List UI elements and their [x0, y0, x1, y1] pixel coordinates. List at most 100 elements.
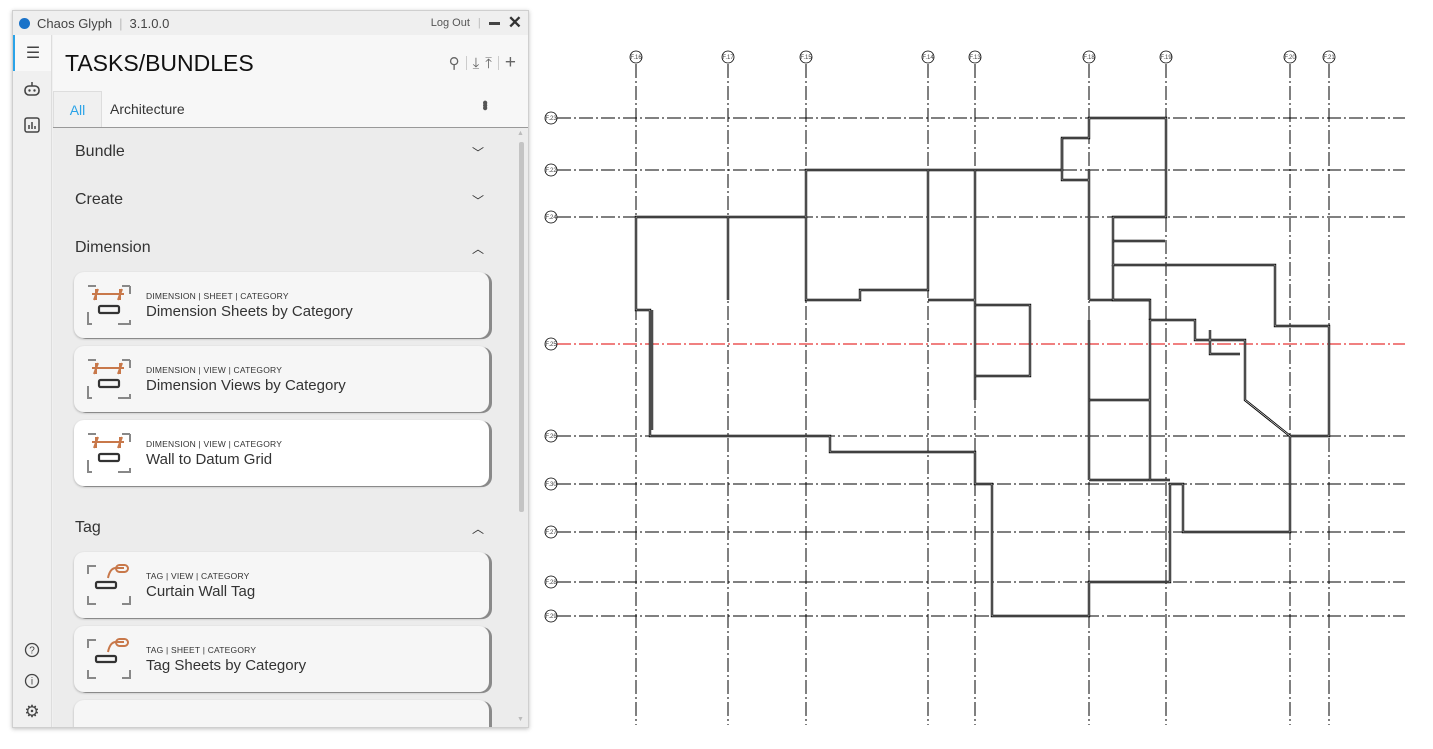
close-button[interactable]: ✕	[507, 13, 522, 32]
chevron-up-icon[interactable]: ︿	[471, 521, 484, 536]
title-bar: Chaos Glyph | 3.1.0.0 Log Out | ✕	[13, 11, 528, 35]
main-panel: TASKS/BUNDLES ⚲ ⤓ ⤒ + All Architecture •…	[53, 35, 528, 727]
wall	[634, 116, 1331, 618]
page-title: TASKS/BUNDLES	[65, 49, 254, 76]
grid-bubble	[968, 50, 982, 64]
grid-bubble	[1082, 50, 1096, 64]
grid-label: F.13	[969, 55, 981, 61]
grid-bubble	[544, 111, 558, 125]
grid-bubble	[544, 525, 558, 539]
scrollbar-thumb[interactable]	[519, 142, 524, 512]
section-header-tag[interactable]: Tag ︿	[74, 504, 493, 552]
grid-label: F.17	[722, 55, 734, 61]
chevron-up-icon[interactable]: ︿	[471, 241, 484, 256]
task-name: Tag Sheets by Category	[146, 656, 307, 674]
grid-bubble	[721, 50, 735, 64]
task-name: Wall to Datum Grid	[146, 450, 273, 468]
divider	[497, 56, 499, 70]
grid-label: F.14	[922, 55, 934, 61]
tab-all[interactable]: All	[53, 91, 102, 127]
scroll-up-arrow[interactable]: ▲	[517, 130, 524, 137]
wall	[726, 138, 1170, 482]
grid-bubble	[629, 50, 643, 64]
tasks-list-icon[interactable]: ☰	[13, 35, 51, 71]
robot-icon[interactable]	[13, 71, 51, 107]
add-icon[interactable]: +	[504, 52, 516, 73]
grid-bubble	[544, 609, 558, 623]
grid-bubble	[544, 429, 558, 443]
logout-button[interactable]: Log Out	[430, 17, 470, 29]
task-meta: DIMENSION | VIEW | CATEGORY	[146, 438, 283, 449]
divider	[465, 56, 467, 70]
app-logo-icon	[19, 17, 30, 29]
grid-label: F.26	[545, 434, 557, 440]
tag-task-icon	[87, 638, 131, 679]
minimize-button[interactable]	[488, 21, 500, 25]
grid-label: F.16	[630, 55, 642, 61]
grid-label: F.25	[545, 342, 557, 348]
section-label: Tag	[75, 519, 101, 536]
grid-label: F.23	[545, 116, 557, 122]
grid-label: F.30	[545, 482, 557, 488]
svg-text:?: ?	[29, 645, 35, 656]
section-header-dimension[interactable]: Dimension ︿	[74, 224, 493, 272]
wall	[975, 303, 1291, 480]
grid-label: F.28	[545, 580, 557, 586]
task-meta: DIMENSION | SHEET | CATEGORY	[146, 290, 289, 301]
scrollbar[interactable]: ▲ ▼	[514, 128, 528, 727]
grid-label: F.22	[545, 168, 557, 174]
grid-label: F.19	[1160, 55, 1172, 61]
tab-architecture[interactable]: Architecture	[110, 101, 185, 117]
grid-label: F.29	[545, 614, 557, 620]
section-label: Dimension	[75, 239, 151, 256]
section-header-create[interactable]: Create﹀	[74, 176, 493, 224]
grid-bubble	[544, 337, 558, 351]
task-card[interactable]	[74, 700, 489, 727]
chevron-down-icon[interactable]: ﹀	[471, 193, 484, 208]
grid-bubble	[544, 210, 558, 224]
task-meta: TAG | SHEET | CATEGORY	[146, 644, 257, 655]
wall-inner	[651, 240, 1165, 430]
chaos-glyph-window: Chaos Glyph | 3.1.0.0 Log Out | ✕ ☰ ? i …	[12, 10, 529, 728]
section-label: Bundle	[75, 143, 125, 160]
grid-label: F.24	[545, 215, 557, 221]
download-icon[interactable]: ⤓	[472, 54, 480, 72]
task-meta: TAG | VIEW | CATEGORY	[146, 570, 250, 581]
chevron-down-icon[interactable]: ﹀	[471, 145, 484, 160]
info-icon[interactable]: i	[13, 665, 51, 696]
help-icon[interactable]: ?	[13, 634, 51, 665]
wall-inner	[635, 117, 1330, 617]
logout-separator: |	[477, 17, 481, 29]
chart-icon[interactable]	[13, 107, 51, 143]
app-name: Chaos Glyph	[37, 15, 113, 31]
grid-bubble	[1283, 50, 1297, 64]
grid-bubble	[799, 50, 813, 64]
tag-task-icon	[87, 564, 131, 605]
grid-bubble	[1159, 50, 1173, 64]
task-name: Dimension Views by Category	[146, 376, 346, 394]
wall-inner	[975, 304, 1291, 480]
grid-bubble	[544, 575, 558, 589]
dimension-task-icon	[87, 285, 131, 325]
task-list: Bundle﹀Create﹀Dimension︿DIMENSION | SHEE…	[53, 128, 514, 727]
more-options-icon[interactable]: •••	[476, 100, 493, 108]
grid-label: F.15	[800, 55, 812, 61]
gear-icon[interactable]: ⚙	[24, 701, 40, 721]
upload-icon[interactable]: ⤒	[485, 54, 492, 72]
dimension-task-icon	[87, 433, 131, 473]
section-header-bundle[interactable]: Bundle ﹀	[74, 128, 493, 176]
scroll-down-arrow[interactable]: ▼	[517, 716, 524, 723]
search-icon[interactable]: ⚲	[448, 55, 460, 72]
title-separator: |	[119, 15, 123, 31]
grid-bubble	[544, 163, 558, 177]
grid-label: F.21	[1323, 55, 1335, 61]
task-name: Curtain Wall Tag	[146, 582, 256, 600]
grid-bubble	[544, 477, 558, 491]
svg-text:i: i	[31, 676, 33, 687]
